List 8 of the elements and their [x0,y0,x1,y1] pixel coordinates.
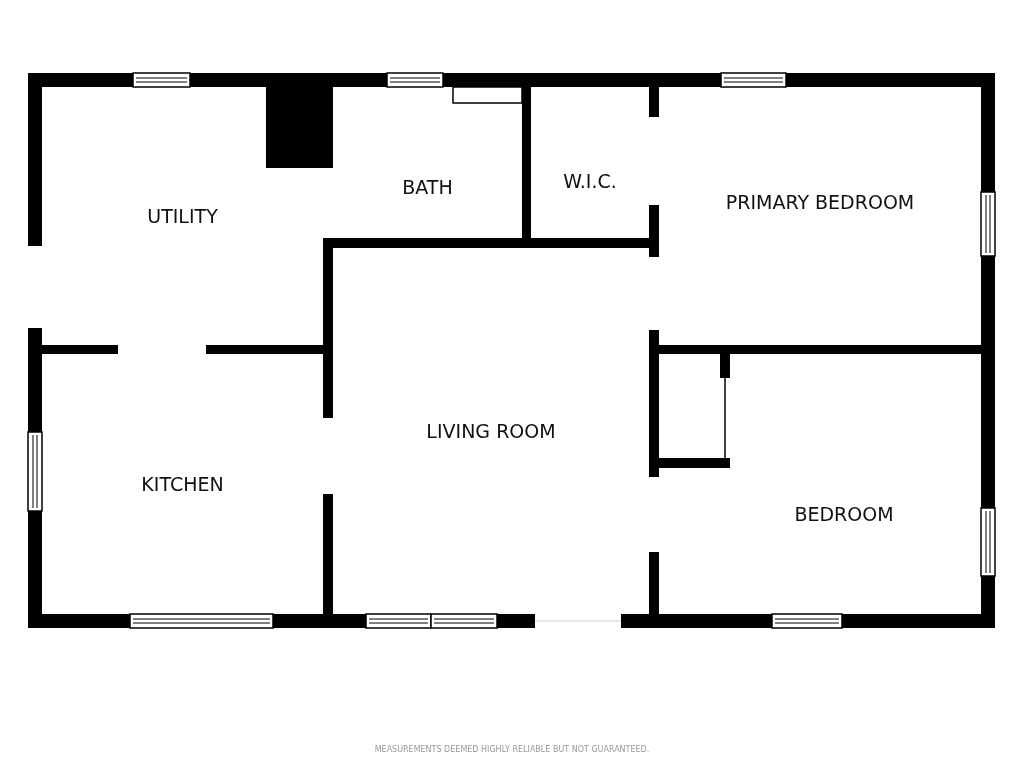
footer-note: MEASUREMENTS DEEMED HIGHLY RELIABLE BUT NOT GUARANTEED. [374,745,650,754]
room-label: UTILITY [147,205,218,227]
room-label: BATH [402,175,453,198]
room-label: W.I.C. [563,169,617,192]
room-label: BEDROOM [794,503,894,525]
room-label: LIVING ROOM [426,420,556,442]
room-label: PRIMARY BEDROOM [725,191,915,213]
room-label: KITCHEN [141,473,224,495]
